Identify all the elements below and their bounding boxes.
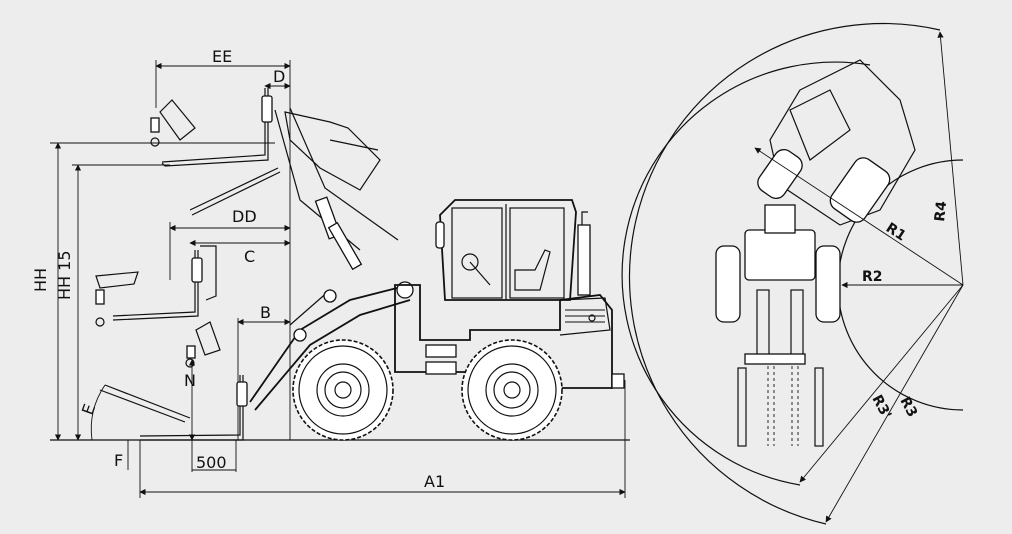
label-r2: R2 <box>862 269 883 285</box>
label-r1: R1 <box>883 220 909 245</box>
r3p-line <box>799 284 964 483</box>
dd-dimension: DD <box>169 207 291 280</box>
label-hh: HH <box>31 268 50 292</box>
label-ee: EE <box>212 47 232 66</box>
label-e: E <box>78 401 99 417</box>
fork-positions <box>99 88 281 441</box>
label-b: B <box>260 303 271 322</box>
label-a1: A1 <box>424 472 445 491</box>
ee-dimension: EE <box>155 47 291 440</box>
r4-line <box>937 31 964 286</box>
rear-wheel <box>461 339 563 441</box>
b-dimension: B <box>237 303 291 440</box>
hh-dimension: HH <box>31 142 275 441</box>
label-500: 500 <box>196 453 227 472</box>
side-view: HH HH 15 EE D DD C <box>31 47 630 498</box>
label-dd: DD <box>232 207 257 226</box>
top-view: R1 R2 R3 R3' R4 <box>621 22 964 525</box>
turned-body <box>757 59 916 226</box>
e-angle: E <box>78 384 106 441</box>
label-r3: R3 <box>896 394 920 420</box>
loader-body <box>394 199 625 389</box>
lift-arm <box>249 281 414 411</box>
label-d: D <box>273 67 285 86</box>
a1-dimension: A1 <box>139 380 626 498</box>
label-r3p: R3' <box>868 392 894 421</box>
arc-r3-prime <box>621 61 871 486</box>
d-dimension: D <box>264 67 291 90</box>
label-c: C <box>244 247 255 266</box>
front-body-top <box>715 204 841 447</box>
label-f: F <box>114 451 123 470</box>
label-r4: R4 <box>932 200 950 222</box>
raised-bucket <box>274 107 399 271</box>
label-n: N <box>184 371 196 390</box>
r1-line <box>754 147 964 286</box>
r3-line <box>825 284 964 523</box>
hh15-dimension: HH 15 <box>55 164 170 441</box>
n-dimension: N <box>184 359 196 441</box>
c-dimension: C <box>189 239 291 266</box>
label-hh15: HH 15 <box>55 250 74 300</box>
f-dimension: F <box>114 440 129 470</box>
crane-hooks <box>95 99 221 368</box>
dim-500: 500 <box>191 440 237 472</box>
outer-arc-r3 <box>628 22 941 525</box>
front-wheel <box>292 339 394 441</box>
